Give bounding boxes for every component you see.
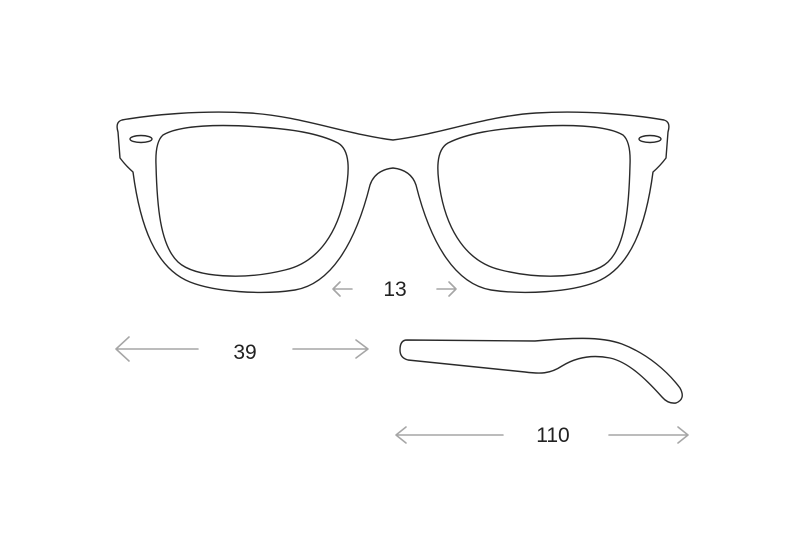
bridge-left-arrow [332, 281, 353, 297]
lens-width-dimension: 39 [115, 336, 369, 364]
lens-right-arrow [292, 339, 369, 359]
temple-length-dimension: 110 [395, 424, 689, 447]
temple-left-arrow [395, 426, 504, 444]
lens-width-label: 39 [233, 341, 256, 364]
right-lens [437, 124, 631, 277]
temple-side-view [399, 337, 683, 404]
bridge-width-dimension: 13 [332, 278, 457, 301]
frame-front-view [116, 111, 670, 294]
frame-outline [116, 111, 670, 294]
bridge-right-arrow [436, 281, 457, 297]
left-rivet [129, 134, 153, 144]
temple-right-arrow [608, 426, 689, 444]
right-rivet [638, 134, 662, 144]
temple-arm [399, 337, 683, 404]
lens-left-arrow [115, 336, 199, 362]
bridge-width-label: 13 [383, 278, 406, 301]
left-lens [155, 124, 349, 277]
temple-length-label: 110 [536, 424, 569, 447]
